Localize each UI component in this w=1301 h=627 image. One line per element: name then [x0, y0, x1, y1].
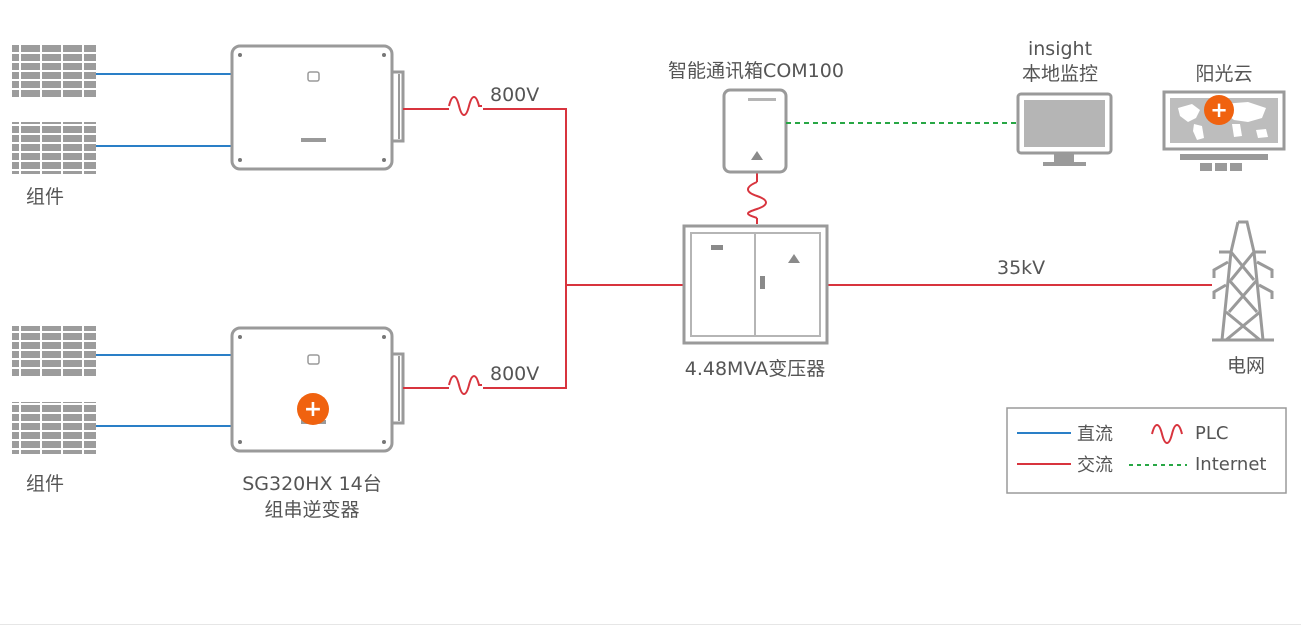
transformer-label: 4.48MVA变压器 [685, 358, 825, 380]
com100-box-icon [722, 88, 788, 174]
cloud-monitor-icon [1162, 90, 1286, 171]
inverter-label-line2: 组串逆变器 [264, 499, 359, 521]
plc-wave-icon [448, 375, 483, 398]
legend-internet-label: Internet [1195, 454, 1266, 475]
voltage-label: 800V [490, 363, 539, 385]
plc-wave-icon [448, 96, 483, 119]
transmission-tower-icon [1212, 220, 1274, 342]
legend-plc-icon [1151, 424, 1183, 444]
svg-text:+: + [304, 397, 322, 422]
legend: 直流 PLC 交流 Internet [1006, 407, 1287, 494]
transformer-icon [682, 224, 829, 345]
panels-label: 组件 [26, 473, 64, 495]
inverter-icon [230, 44, 405, 171]
cloud-label: 阳光云 [1195, 63, 1252, 85]
insight-label-line2: 本地监控 [1022, 63, 1098, 85]
grid-label: 电网 [1227, 355, 1265, 377]
com-box-label: 智能通讯箱COM100 [668, 60, 844, 82]
inverter-label: SG320HX 14台 [242, 473, 382, 495]
solar-panel-icon [12, 44, 96, 98]
dc-lines [96, 73, 232, 427]
panels-label: 组件 [26, 186, 64, 208]
grid-voltage-label: 35kV [997, 257, 1045, 279]
solar-panel-icon [12, 402, 96, 454]
plc-wave-icon [745, 181, 769, 219]
solar-panel-icon [12, 122, 96, 174]
monitor-icon [1016, 92, 1113, 166]
insight-label: insight [1028, 38, 1092, 60]
svg-text:+: + [1210, 98, 1228, 122]
solar-panel-icon [12, 326, 96, 378]
plus-badge-icon: + [297, 393, 329, 425]
inverter-icon [230, 326, 405, 453]
voltage-label: 800V [490, 84, 539, 106]
legend-ac-label: 交流 [1077, 455, 1113, 476]
plus-badge-icon: + [1204, 95, 1234, 125]
legend-plc-label: PLC [1195, 423, 1228, 444]
bottom-divider [0, 624, 1301, 625]
legend-dc-label: 直流 [1077, 424, 1113, 445]
